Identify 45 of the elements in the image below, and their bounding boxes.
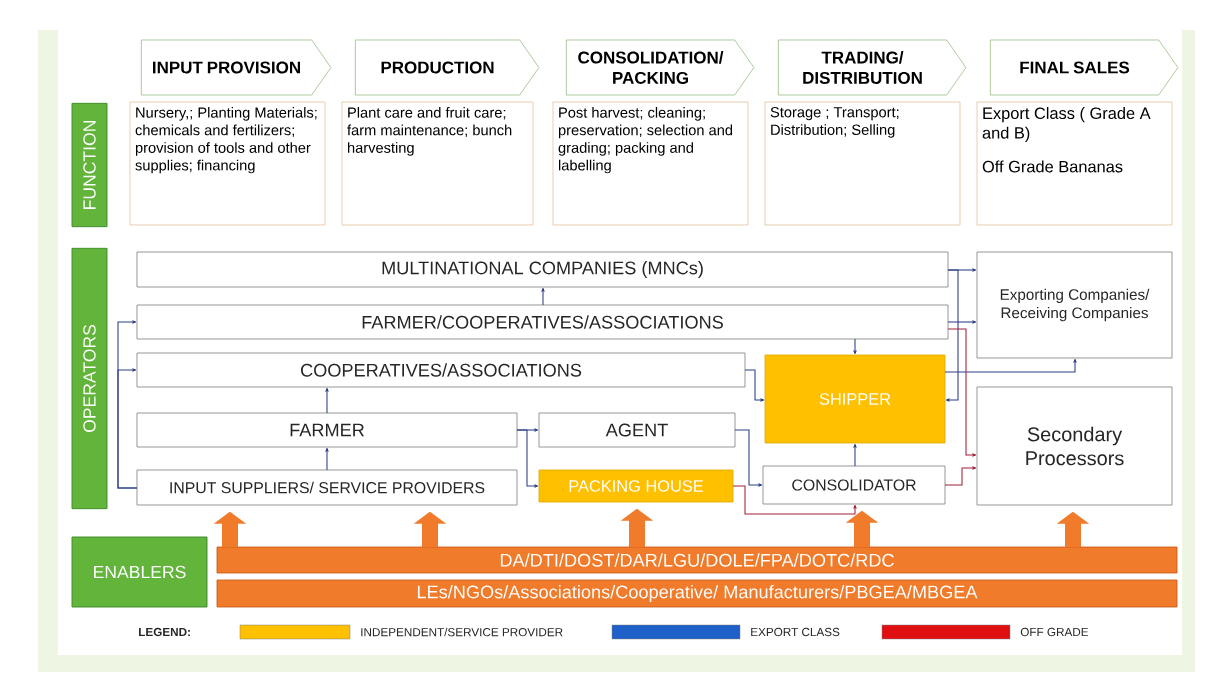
arrow [516, 429, 539, 488]
stage-heading: TRADING/ DISTRIBUTION [777, 39, 967, 96]
arrow [732, 485, 857, 515]
stage-heading: CONSOLIDATION/ PACKING [565, 39, 755, 96]
operator-box: FARMER/COOPERATIVES/ASSOCIATIONS [136, 304, 949, 340]
arrow [853, 443, 857, 467]
arrow [325, 447, 329, 471]
operator-box: FARMER [136, 412, 518, 448]
stage-heading: FINAL SALES [989, 39, 1179, 96]
arrow [744, 369, 765, 402]
arrow [947, 320, 977, 324]
arrow [945, 269, 959, 402]
legend-text: EXPORT CLASS [751, 627, 840, 637]
legend-text: OFF GRADE [1020, 627, 1089, 637]
section-label: ENABLERS [71, 536, 208, 608]
legend-text: INDEPENDENT/SERVICE PROVIDER [361, 627, 563, 637]
arrow [325, 387, 329, 414]
operator-box: MULTINATIONAL COMPANIES (MNCs) [136, 251, 949, 288]
enabler-bar: DA/DTI/DOST/DAR/LGU/DOLE/FPA/DOTC/RDC [216, 546, 1178, 574]
function-box: Plant care and fruit care; farm maintenance; bunch harvesting [341, 101, 534, 226]
legend-title: LEGEND: [139, 627, 190, 637]
function-box: Nursery,; Planting Materials; chemicals and fertilizers; provision of tools and other supplies; financing [129, 101, 326, 226]
function-box: Storage ; Transport; Distribution; Selling [764, 101, 961, 226]
arrow [541, 287, 545, 306]
stage-heading: INPUT PROVISION [140, 39, 332, 96]
service-provider-box: PACKING HOUSE [538, 469, 734, 503]
service-provider-box: SHIPPER [764, 354, 946, 444]
stage-heading: PRODUCTION [354, 39, 540, 96]
arrow [734, 429, 763, 487]
enabler-bar: LEs/NGOs/Associations/Cooperative/ Manufacturers/PBGEA/MBGEA [216, 579, 1178, 608]
arrow [944, 358, 1077, 373]
operator-box: COOPERATIVES/ASSOCIATIONS [136, 352, 746, 388]
section-label: OPERATORS [71, 247, 108, 510]
arrow [947, 328, 977, 457]
arrow [117, 368, 138, 489]
section-label: FUNCTION [71, 102, 108, 228]
operator-box: AGENT [538, 412, 736, 448]
function-box: Post harvest; cleaning; preservation; selection and grading; packing and labelling [552, 101, 749, 226]
function-box: Export Class ( Grade A and B) Off Grade Bananas [976, 101, 1173, 226]
operator-box: INPUT SUPPLIERS/ SERVICE PROVIDERS [136, 469, 518, 506]
buyer-box: Secondary Processors [976, 386, 1173, 506]
arrow [853, 338, 857, 355]
buyer-box: Exporting Companies/ Receiving Companies [976, 251, 1173, 359]
arrow [944, 466, 977, 486]
operator-box: CONSOLIDATOR [762, 465, 946, 505]
